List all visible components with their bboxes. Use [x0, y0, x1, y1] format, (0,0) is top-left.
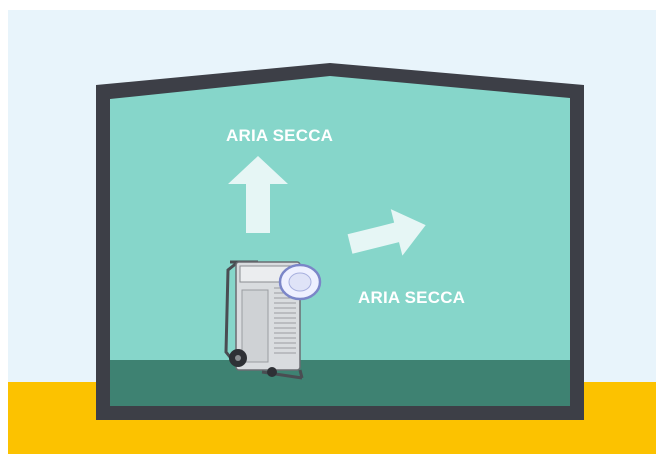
room-floor [110, 360, 570, 406]
dry-air-label-right: ARIA SECCA [358, 288, 465, 308]
dry-air-label-top: ARIA SECCA [226, 126, 333, 146]
room-interior [110, 76, 570, 360]
